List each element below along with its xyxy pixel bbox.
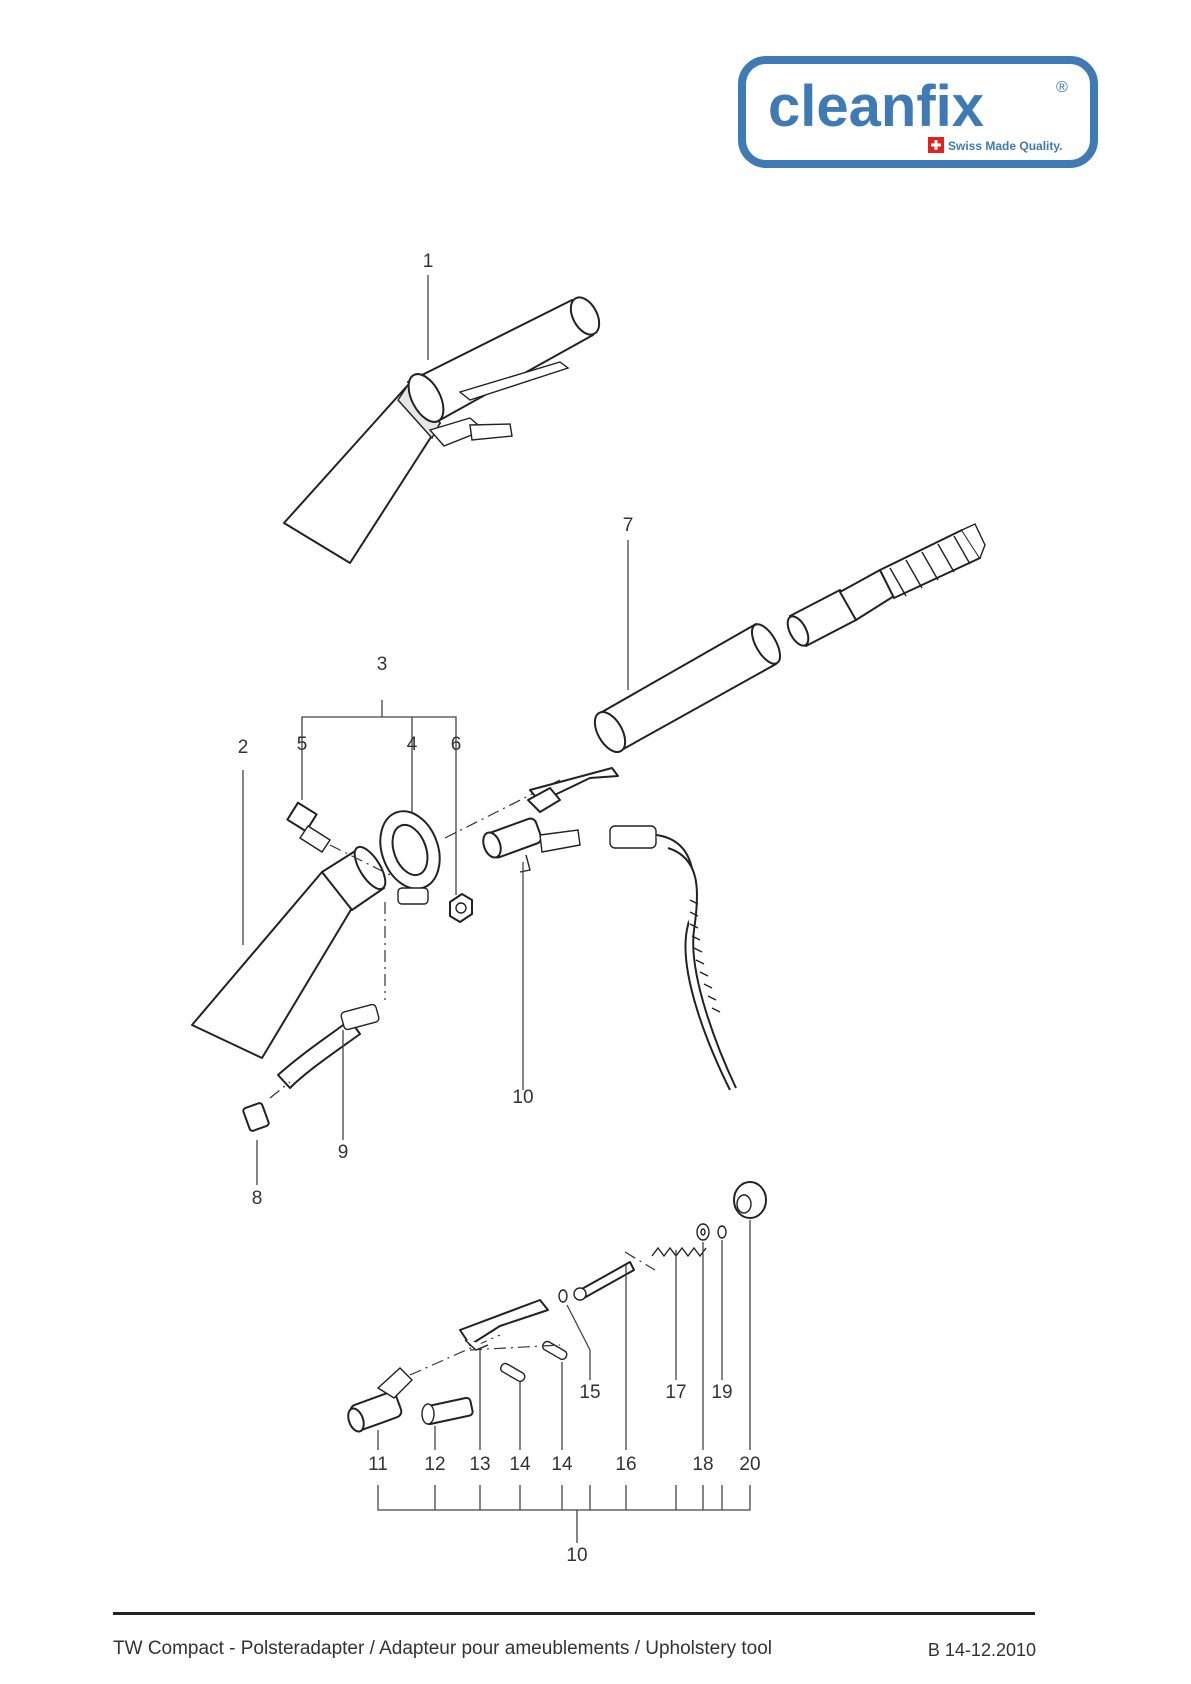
pin-b	[541, 1340, 568, 1361]
washer	[697, 1224, 709, 1240]
footer-reference: B 14-12.2010	[928, 1640, 1036, 1661]
callout-10-valve: 10	[512, 1087, 533, 1108]
spray-hose	[610, 826, 736, 1090]
callout-6: 6	[451, 734, 462, 755]
callout-18: 18	[692, 1454, 713, 1475]
pin-a	[499, 1362, 526, 1383]
lever	[460, 1300, 548, 1350]
callout-8: 8	[252, 1188, 263, 1209]
callout-14a: 14	[509, 1454, 531, 1475]
footer-title: TW Compact - Polsteradapter / Adapteur p…	[113, 1638, 772, 1660]
callout-13: 13	[469, 1454, 490, 1475]
spray-tube	[278, 1004, 380, 1088]
spray-valve	[480, 768, 618, 872]
group-bracket	[302, 700, 456, 755]
cap-nut	[734, 1182, 766, 1218]
callout-17: 17	[665, 1382, 686, 1403]
valve-body	[345, 1368, 412, 1434]
valve-stem	[574, 1262, 634, 1300]
footer-divider	[113, 1612, 1035, 1615]
o-ring-small	[559, 1290, 567, 1302]
callout-10-detail: 10	[566, 1545, 587, 1566]
callout-11: 11	[368, 1454, 388, 1475]
hose-nipple	[422, 1397, 473, 1425]
handle-tube	[589, 620, 786, 757]
callout-20: 20	[739, 1454, 760, 1475]
callout-5: 5	[297, 734, 308, 755]
o-ring	[718, 1226, 726, 1238]
group-bracket	[378, 1485, 750, 1543]
assembly-axis	[410, 1335, 500, 1375]
callout-2: 2	[238, 737, 249, 758]
callout-12: 12	[424, 1454, 445, 1475]
callout-3: 3	[377, 654, 388, 675]
nut	[450, 894, 472, 922]
callout-16: 16	[615, 1454, 636, 1475]
leader-line	[567, 1305, 590, 1350]
spring	[652, 1248, 706, 1256]
callout-9: 9	[338, 1142, 349, 1163]
hose-connector	[783, 524, 985, 649]
callout-7: 7	[623, 515, 634, 536]
assembled-upholstery-tool	[284, 293, 605, 563]
callout-1: 1	[423, 251, 434, 272]
callout-19: 19	[711, 1382, 732, 1403]
callout-14b: 14	[551, 1454, 573, 1475]
callout-4: 4	[407, 734, 418, 755]
callout-15: 15	[579, 1382, 600, 1403]
nipple	[242, 1102, 269, 1131]
screw	[287, 803, 330, 852]
